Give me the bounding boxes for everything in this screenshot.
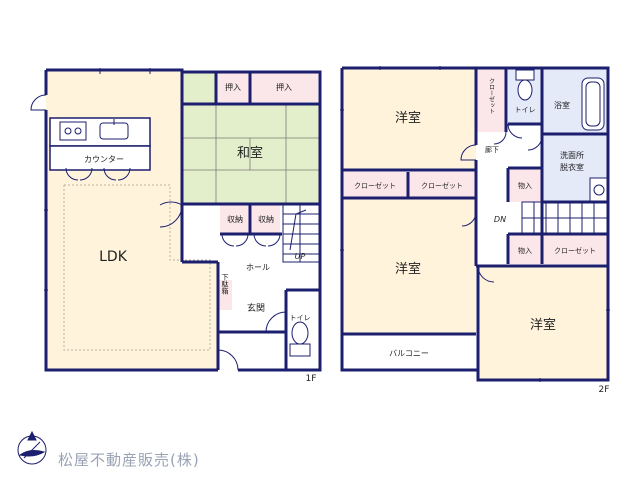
- closet-1-label: クローゼット: [354, 181, 396, 190]
- hall-label: ホール: [246, 263, 270, 272]
- yoshitsu-2-room: [342, 198, 476, 334]
- shuno-2: [252, 204, 280, 234]
- monoire-1-label: 物入: [518, 181, 532, 190]
- walls-1f: [44, 68, 322, 372]
- stairs-down: [521, 201, 609, 235]
- oshiire-2: [250, 72, 318, 102]
- ldk-ceiling-line: [63, 184, 211, 351]
- yoshitsu-1-room: [342, 68, 476, 170]
- washitsu-label: 和室: [237, 145, 263, 161]
- washitsu-room: [182, 104, 320, 204]
- windows-1f: [44, 68, 151, 291]
- closet-1: [342, 172, 408, 198]
- yoshitsu-3-label: 洋室: [530, 317, 556, 333]
- doors-2f: [460, 123, 543, 283]
- closet-3: [542, 234, 608, 264]
- oshiire-2-label: 押入: [276, 82, 292, 92]
- ldk-label: LDK: [99, 249, 128, 265]
- doors-1f: [30, 94, 287, 371]
- yoshitsu-2-label: 洋室: [395, 261, 421, 277]
- stairs-up: [282, 203, 321, 263]
- monoire-2: [508, 234, 542, 264]
- toilet-2f-label: トイレ: [515, 106, 536, 114]
- counter-bar: [49, 145, 151, 171]
- shuno-2-label: 収納: [258, 214, 274, 224]
- balcony-label: バルコニー: [389, 349, 429, 358]
- closet-2-label: クローゼット: [421, 181, 463, 190]
- oshiire-1-label: 押入: [225, 82, 241, 92]
- bathtub-icon: [581, 77, 605, 131]
- closet-vertical: [476, 68, 506, 132]
- senmen-label-line2: 脱衣室: [560, 162, 584, 172]
- getabako-label: 下駄箱: [221, 274, 229, 296]
- north-arrow-icon: [17, 430, 47, 465]
- company-name: 松屋不動産販売(株): [58, 451, 200, 469]
- toilet-2f-fixture: [515, 69, 535, 101]
- toilet-1f-fixture: [289, 321, 311, 357]
- floor-2: 洋室 洋室 洋室 クローゼット クローゼット クローゼット クローゼット トイレ…: [340, 66, 610, 395]
- genkan-label: 玄関: [247, 302, 265, 314]
- balcony-area: [342, 336, 476, 368]
- yoshitsu-3-room: [478, 266, 608, 380]
- getabako-box: [218, 280, 232, 310]
- stairs-up-label: UP: [295, 252, 306, 261]
- yoshitsu-1-label: 洋室: [395, 110, 421, 126]
- closet-vertical-label: クローゼット: [488, 78, 495, 114]
- oshiire-1: [216, 72, 250, 102]
- floor-1-label: 1F: [306, 374, 317, 384]
- stairs-dn-label: DN: [494, 215, 506, 224]
- floor-2-label: 2F: [599, 385, 610, 395]
- washbasin-icon: [589, 177, 609, 203]
- rouka-label: 廊下: [485, 145, 499, 154]
- closet-3-label: クローゼット: [554, 246, 596, 255]
- tatami-lines: [182, 104, 320, 204]
- monoire-2-label: 物入: [518, 246, 532, 255]
- windows-2f: [340, 66, 610, 382]
- ldk-room: [46, 70, 182, 370]
- floor-1: LDK カウンター 和室 押入 押入 収納 収納 ホール UP 下駄箱 玄関 ト…: [30, 68, 322, 384]
- tokonoma: [182, 72, 216, 104]
- senmen-label-line1: 洗面所: [560, 150, 584, 160]
- walls-2f: [340, 66, 610, 382]
- toilet-1f-label: トイレ: [290, 314, 311, 322]
- monoire-1: [508, 168, 542, 202]
- shuno-1-label: 収納: [227, 214, 243, 224]
- bath-label: 浴室: [554, 100, 570, 110]
- stove-icon: [59, 121, 87, 141]
- shuno-1: [220, 204, 250, 234]
- closet-2: [408, 172, 476, 198]
- counter-label: カウンター: [84, 155, 124, 164]
- ldk-room-lower: [182, 262, 218, 370]
